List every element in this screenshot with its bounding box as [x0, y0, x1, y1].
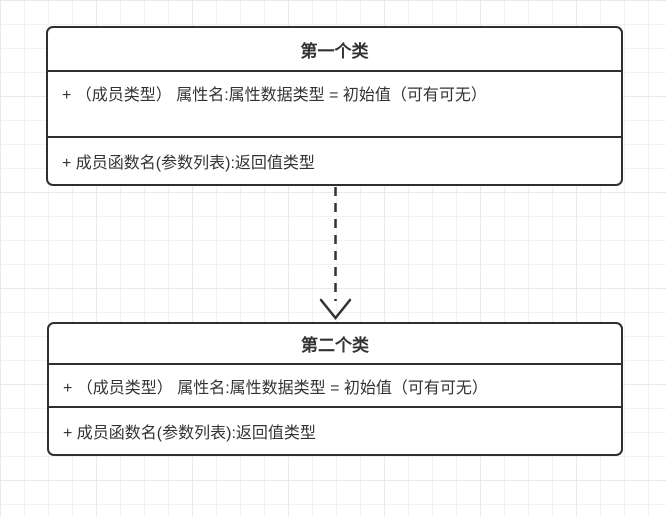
class-title[interactable]: 第一个类: [48, 28, 621, 72]
class-title[interactable]: 第二个类: [49, 324, 621, 365]
class-methods-row[interactable]: + 成员函数名(参数列表):返回值类型: [62, 155, 315, 172]
class-methods-row[interactable]: + 成员函数名(参数列表):返回值类型: [63, 425, 316, 442]
class-box-second[interactable]: 第二个类 + （成员类型） 属性名:属性数据类型 = 初始值（可有可无） + 成…: [47, 322, 623, 456]
class-box-first[interactable]: 第一个类 + （成员类型） 属性名:属性数据类型 = 初始值（可有可无） + 成…: [46, 26, 623, 186]
class-attributes-row[interactable]: + （成员类型） 属性名:属性数据类型 = 初始值（可有可无）: [49, 365, 621, 408]
open-arrowhead-icon: [319, 298, 352, 320]
class-attributes-row[interactable]: + （成员类型） 属性名:属性数据类型 = 初始值（可有可无）: [48, 72, 621, 138]
